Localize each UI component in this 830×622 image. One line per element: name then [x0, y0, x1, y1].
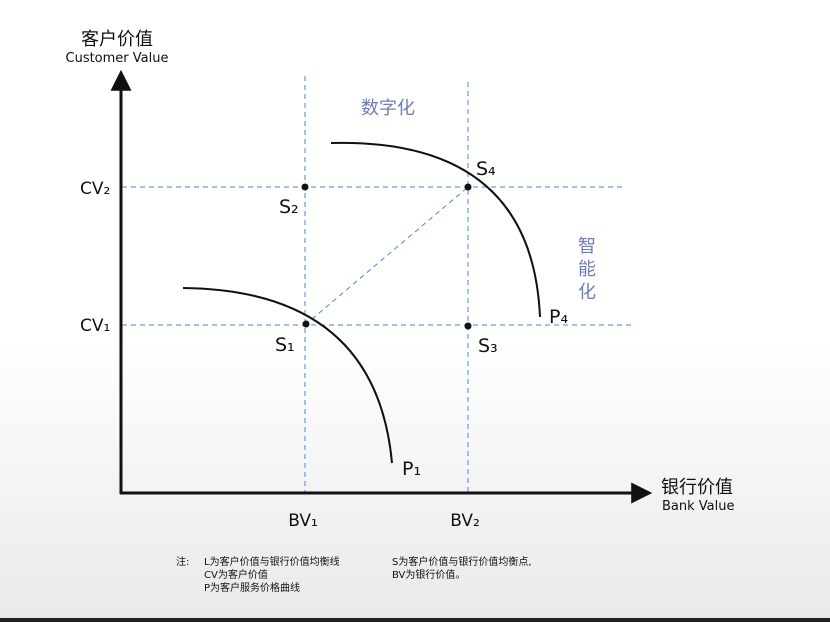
point-s1 — [302, 320, 310, 328]
annotation-smart-1: 智 — [578, 236, 596, 257]
footnote-label: 注: — [176, 557, 190, 568]
tick-cv2: CV₂ — [80, 179, 110, 199]
annotation-smart-3: 化 — [578, 282, 596, 303]
y-axis-title-en: Customer Value — [66, 51, 169, 66]
x-axis-title-en: Bank Value — [662, 499, 734, 514]
footnote-line: BV为银行价值。 — [392, 570, 466, 581]
label-s2: S₂ — [279, 196, 299, 218]
label-s3: S₃ — [478, 335, 498, 357]
annotation-smart-2: 能 — [578, 259, 596, 280]
footnote-line: P为客户服务价格曲线 — [204, 583, 301, 594]
point-s3 — [464, 322, 472, 330]
point-s4 — [464, 183, 472, 191]
tick-cv1: CV₁ — [80, 316, 110, 336]
curve-p1 — [182, 287, 393, 464]
label-s1: S₁ — [275, 334, 295, 356]
footnotes-right: S为客户价值与银行价值均衡点, BV为银行价值。 — [392, 556, 612, 582]
curve-p4 — [330, 141, 541, 318]
bottom-border — [0, 618, 830, 622]
annotation-digital: 数字化 — [361, 98, 415, 119]
point-s2 — [301, 183, 309, 191]
label-p4: P₄ — [549, 306, 568, 328]
tick-bv1: BV₁ — [288, 511, 318, 531]
footnote-line: CV为客户价值 — [204, 570, 268, 581]
y-axis-title-cn: 客户价值 — [81, 29, 153, 50]
tick-bv2: BV₂ — [450, 511, 480, 531]
x-axis-title-cn: 银行价值 — [661, 477, 733, 498]
label-s4: S₄ — [476, 158, 496, 180]
label-p1: P₁ — [402, 458, 421, 480]
equilibrium-line — [304, 186, 469, 326]
footnote-line: S为客户价值与银行价值均衡点, — [392, 557, 532, 568]
footnote-line: L为客户价值与银行价值均衡线 — [204, 557, 340, 568]
